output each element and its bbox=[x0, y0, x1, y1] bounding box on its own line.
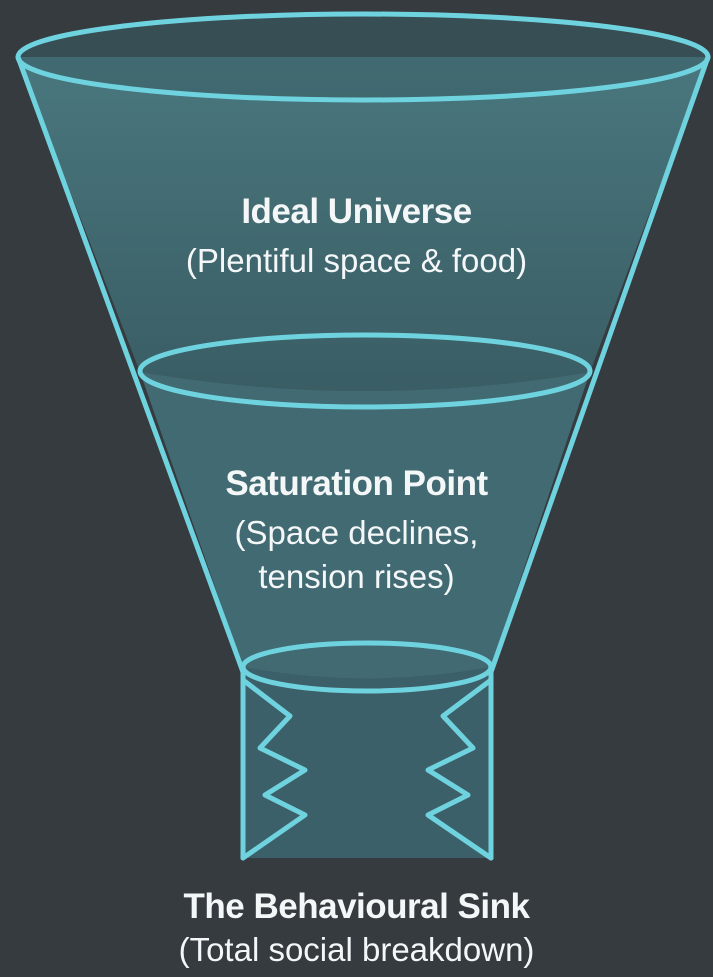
neck-left-zigzag bbox=[240, 677, 308, 861]
funnel-bottom-ring bbox=[240, 640, 494, 694]
stage-subtitle-ideal-universe: (Plentiful space & food) bbox=[185, 242, 528, 279]
stage-subtitle-saturation-point-line1: (Space declines, bbox=[234, 514, 479, 551]
stage-title-behavioural-sink: The Behavioural Sink bbox=[183, 887, 530, 926]
stage-subtitle-behavioural-sink: (Total social breakdown) bbox=[178, 931, 535, 968]
funnel-top-opening bbox=[18, 14, 708, 100]
funnel-upper-section bbox=[18, 57, 708, 391]
funnel-neck-section bbox=[243, 667, 491, 858]
stage-subtitle-saturation-point-line2: tension rises) bbox=[258, 558, 455, 595]
neck-right-zigzag bbox=[425, 677, 494, 861]
stage-title-ideal-universe: Ideal Universe bbox=[241, 192, 472, 231]
stage-title-saturation-point: Saturation Point bbox=[225, 464, 488, 503]
funnel-middle-ring bbox=[137, 332, 593, 410]
funnel-middle-section bbox=[140, 372, 590, 679]
